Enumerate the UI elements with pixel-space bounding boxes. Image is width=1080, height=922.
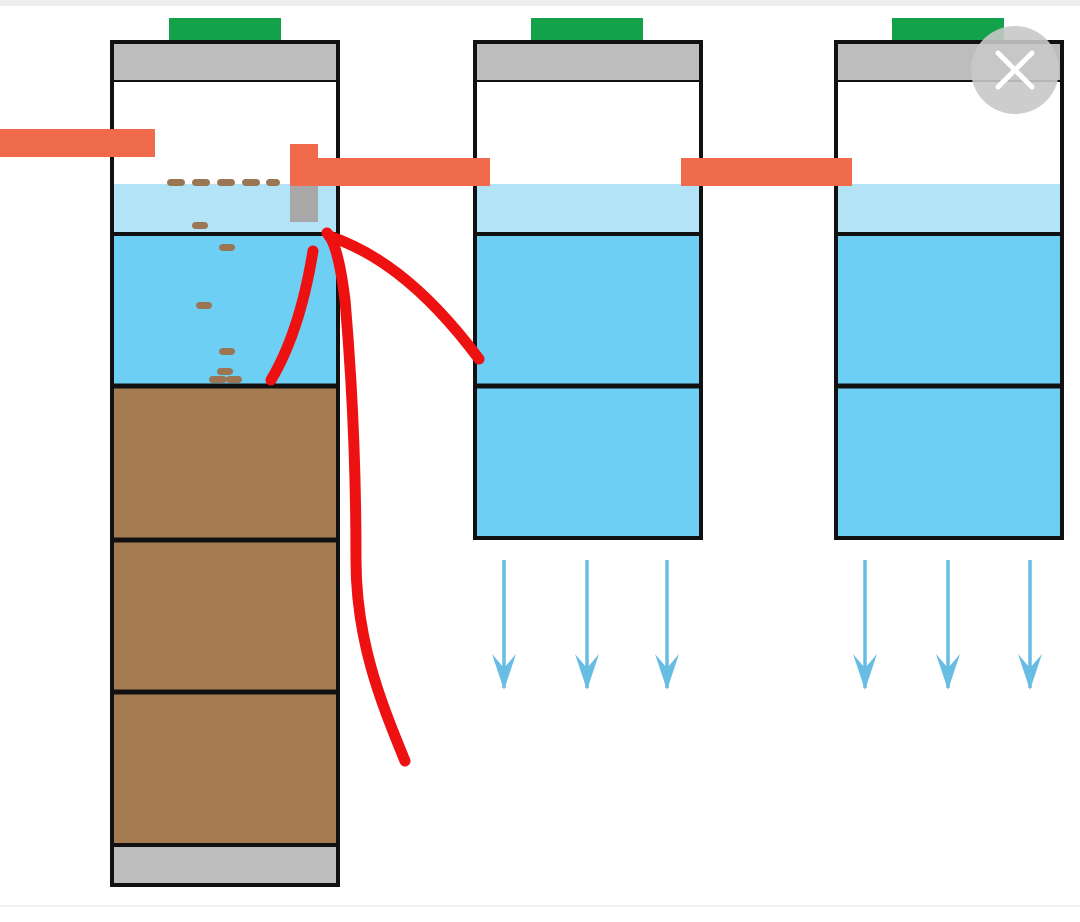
tank-1-sludge-layer-1 xyxy=(112,386,338,538)
tank-2-air-gap xyxy=(475,82,701,184)
tank-1-outline xyxy=(110,40,340,887)
tank-1-lid xyxy=(110,40,340,84)
tank-3-water-layer-2 xyxy=(836,386,1062,538)
baffle-tee-top xyxy=(290,144,318,186)
tank-2-outline xyxy=(473,40,703,540)
tank-1-sludge-layer-2 xyxy=(112,538,338,690)
tank-2-lid xyxy=(473,40,703,84)
tank-1-bottom-cap xyxy=(110,843,340,887)
tank-3-handle xyxy=(892,18,1004,41)
inlet-pipe xyxy=(0,129,155,157)
close-button[interactable] xyxy=(971,26,1059,114)
red-annotation-arrows xyxy=(265,227,485,767)
filter-tank-1 xyxy=(473,18,703,540)
tank-3-water-layer-1 xyxy=(836,234,1062,386)
annotation-stroke-long xyxy=(321,227,411,767)
outlet-pipe-2 xyxy=(681,158,852,186)
tank-1-handle xyxy=(169,18,281,41)
annotation-stroke-right xyxy=(323,230,485,365)
tank-2-handle xyxy=(531,18,643,41)
annotation-stroke-left xyxy=(265,245,319,386)
tank-2-clear-water xyxy=(475,184,701,234)
tank-3-outline xyxy=(834,40,1064,540)
tank-2-water-layer-2 xyxy=(475,386,701,538)
tank-3-clear-water xyxy=(836,184,1062,234)
tank-2-water-layer-1 xyxy=(475,234,701,386)
top-edge-shadow xyxy=(0,0,1080,6)
sludge-particles xyxy=(167,179,280,383)
close-icon xyxy=(995,50,1035,90)
baffle-tee-submerged xyxy=(290,186,318,222)
tank-1-sludge-layer-3 xyxy=(112,690,338,845)
outlet-pipe-1 xyxy=(290,158,490,186)
